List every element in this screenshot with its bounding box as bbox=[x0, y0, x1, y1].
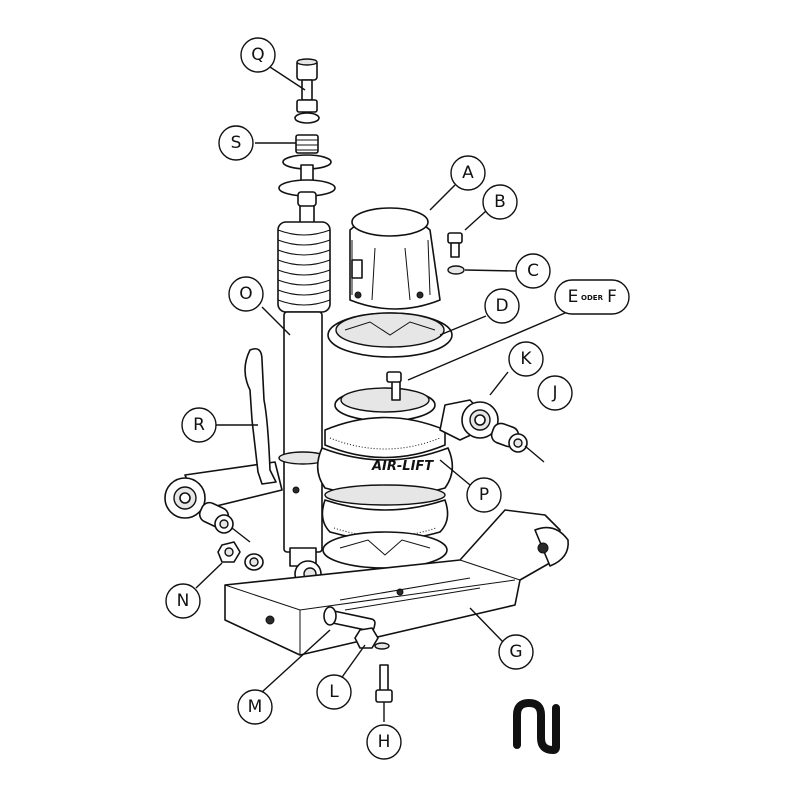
svg-text:P: P bbox=[479, 485, 489, 505]
svg-text:O: O bbox=[239, 284, 252, 304]
callout-p: P bbox=[466, 477, 502, 513]
svg-text:M: M bbox=[248, 697, 263, 717]
callout-n: N bbox=[165, 583, 201, 619]
bolt-h bbox=[375, 664, 393, 703]
bolt-b bbox=[447, 232, 463, 258]
callout-q: Q bbox=[240, 37, 276, 73]
shock-hole bbox=[292, 486, 300, 494]
lower-left-arm bbox=[164, 461, 283, 543]
lower-bracket-g bbox=[224, 509, 569, 656]
svg-text:D: D bbox=[495, 296, 508, 316]
nut-l bbox=[354, 627, 379, 649]
bellows-bead-upper bbox=[324, 416, 446, 459]
svg-text:S: S bbox=[231, 133, 242, 153]
callout-d: D bbox=[484, 288, 520, 324]
svg-text:H: H bbox=[378, 732, 391, 752]
svg-text:N: N bbox=[177, 591, 190, 611]
callout-j: J bbox=[537, 375, 573, 411]
bellows-convolution-lower bbox=[321, 499, 449, 541]
callout-k: K bbox=[508, 341, 544, 377]
callout-c: C bbox=[515, 253, 551, 289]
washer-h bbox=[374, 642, 390, 650]
callout-g: G bbox=[498, 634, 534, 670]
callout-m: M bbox=[237, 689, 273, 725]
nut-n bbox=[217, 541, 264, 571]
svg-text:K: K bbox=[520, 349, 532, 369]
washer-c bbox=[447, 265, 465, 275]
air-spring-bellows: AIR-LIFT bbox=[316, 371, 454, 569]
callout-s: S bbox=[218, 125, 254, 161]
svg-text:G: G bbox=[509, 642, 522, 662]
shock-absorber bbox=[277, 184, 331, 588]
callout-h: H bbox=[366, 724, 402, 760]
callout-o: O bbox=[228, 276, 264, 312]
callout-b: B bbox=[482, 184, 518, 220]
top-mount-hardware bbox=[278, 58, 336, 207]
shock-boot bbox=[277, 221, 331, 313]
spanner-wrench-r bbox=[244, 347, 277, 485]
upper-bracket bbox=[349, 207, 441, 310]
svg-text:J: J bbox=[551, 383, 557, 403]
bolt-m bbox=[323, 606, 376, 632]
svg-text:E: E bbox=[568, 287, 579, 307]
ul-logo-icon bbox=[513, 699, 560, 754]
svg-text:R: R bbox=[193, 415, 205, 435]
svg-text:A: A bbox=[462, 163, 474, 183]
bellows-brand-label: AIR-LIFT bbox=[371, 459, 434, 474]
air-fitting bbox=[391, 379, 401, 401]
svg-text:C: C bbox=[527, 261, 539, 281]
callout-a: A bbox=[450, 155, 486, 191]
upper-arm-bushings bbox=[439, 399, 545, 463]
svg-text:L: L bbox=[329, 682, 339, 702]
plate-d bbox=[327, 312, 453, 358]
callout-l: L bbox=[316, 674, 352, 710]
shock-body bbox=[283, 311, 323, 553]
bellows-girdle bbox=[324, 484, 446, 506]
svg-text:F: F bbox=[607, 287, 617, 307]
svg-text:B: B bbox=[494, 192, 506, 212]
svg-text:ODER: ODER bbox=[581, 294, 604, 302]
callout-r: R bbox=[181, 407, 217, 443]
bellows-convolution-upper bbox=[316, 447, 454, 498]
callout-e-oder-f: E ODER F bbox=[554, 279, 630, 315]
leader-lines bbox=[195, 66, 573, 722]
svg-text:Q: Q bbox=[251, 45, 264, 65]
